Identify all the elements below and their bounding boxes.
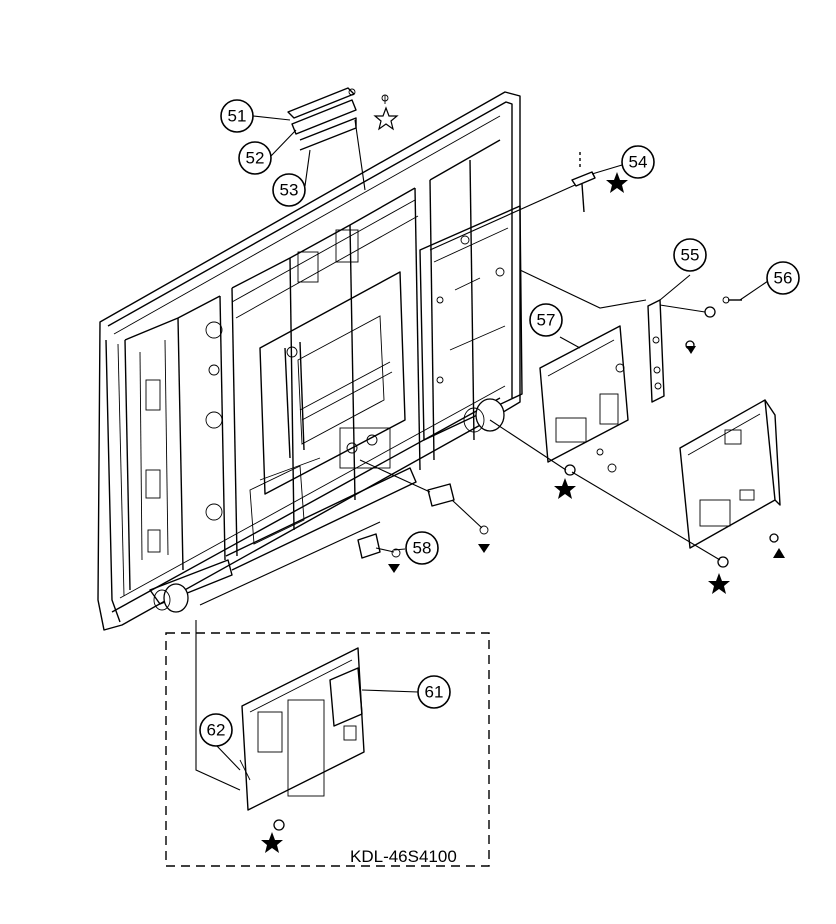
top-bracket-assembly	[287, 87, 389, 191]
callout-51: 51	[220, 99, 254, 133]
callout-54-label: 54	[629, 153, 648, 172]
solid-star-icon	[554, 478, 576, 499]
callout-62: 62	[199, 713, 233, 747]
callout-53-label: 53	[280, 181, 299, 200]
callout-55: 55	[673, 238, 707, 272]
callout-52-label: 52	[246, 149, 265, 168]
leader-to-board-61	[195, 620, 241, 791]
part-55-bracket	[519, 269, 716, 403]
model-label: KDL-46S4100	[350, 847, 457, 866]
tv-rear-chassis	[97, 91, 523, 631]
callout-51-label: 51	[228, 107, 247, 126]
callout-61: 61	[417, 675, 451, 709]
callout-leaders	[215, 115, 769, 771]
callout-61-label: 61	[425, 683, 444, 702]
part-57-board	[489, 325, 629, 476]
callout-58: 58	[405, 531, 439, 565]
part-56-screw	[722, 296, 742, 304]
solid-star-icon	[261, 832, 283, 853]
callout-54: 54	[621, 145, 655, 179]
callout-56-label: 56	[774, 269, 793, 288]
solid-star-icon	[708, 573, 730, 594]
symbols	[261, 106, 785, 853]
solid-star-icon	[606, 172, 628, 193]
callout-57: 57	[529, 303, 563, 337]
solid-triangle-icon	[388, 564, 400, 573]
model-specific-box	[165, 632, 490, 867]
leader-frame-to-board	[199, 521, 381, 606]
part-54-pin	[429, 152, 596, 251]
callout-58-label: 58	[413, 539, 432, 558]
callout-57-label: 57	[537, 311, 556, 330]
right-main-board	[571, 399, 781, 568]
part-61-power-board	[239, 647, 365, 831]
solid-triangle-icon	[773, 548, 785, 558]
solid-triangle-icon	[686, 346, 696, 354]
callout-62-label: 62	[207, 721, 226, 740]
part-58-clip	[357, 459, 489, 559]
open-star-icon	[373, 106, 399, 131]
callout-56: 56	[766, 261, 800, 295]
solid-triangle-icon	[478, 544, 490, 553]
callout-53: 53	[272, 173, 306, 207]
callout-52: 52	[238, 141, 272, 175]
callout-55-label: 55	[681, 246, 700, 265]
